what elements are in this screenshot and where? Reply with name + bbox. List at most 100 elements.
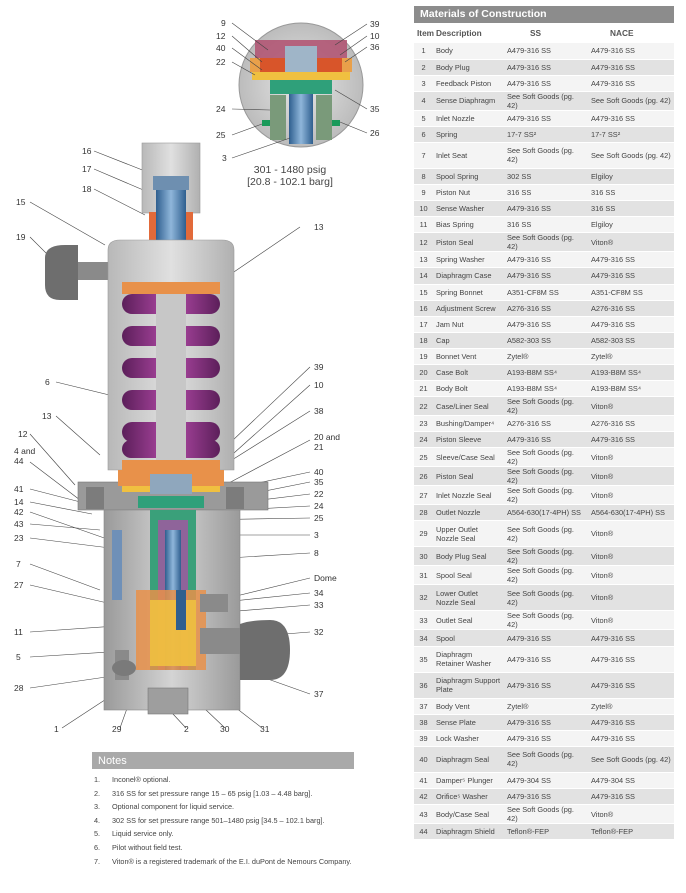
pressure-range-label: 301 - 1480 psig [20.8 - 102.1 barg]	[235, 164, 345, 188]
callout-15: 15	[16, 197, 26, 207]
cell-ss: A479-316 SS	[504, 200, 588, 218]
cell-nace: A479-304 SS	[588, 772, 674, 789]
note-item: 3.Optional component for liquid service.	[92, 802, 354, 812]
cell-nace: A276-316 SS	[588, 415, 674, 433]
callout-38: 38	[314, 406, 324, 416]
cell-description: Bias Spring	[433, 216, 504, 234]
cell-description: Inlet Nozzle Seal	[433, 485, 504, 506]
cell-nace: A479-316 SS	[588, 646, 674, 673]
cell-ss: A479-316 SS	[504, 672, 588, 699]
callout-24: 24	[216, 104, 226, 114]
cell-description: Body Vent	[433, 698, 504, 715]
side-ports	[112, 594, 290, 680]
note-item: 4.302 SS for set pressure range 501–1480…	[92, 816, 354, 826]
note-number: 4.	[94, 815, 101, 825]
callout-30: 30	[220, 724, 230, 734]
cell-description: Cap	[433, 332, 504, 349]
notes-section: Notes 1.Inconel® optional. 2.316 SS for …	[92, 752, 354, 870]
note-number: 5.	[94, 829, 101, 839]
callout-25-right: 25	[314, 513, 324, 523]
cell-item: 26	[414, 466, 433, 487]
cell-ss: See Soft Goods (pg. 42)	[504, 584, 588, 612]
cell-item: 41	[414, 772, 433, 789]
note-number: 3.	[94, 802, 101, 812]
cell-ss: A351-CF8M SS	[504, 284, 588, 301]
cell-item: 24	[414, 431, 433, 449]
cell-description: Jam Nut	[433, 316, 504, 333]
cell-item: 5	[414, 110, 433, 127]
materials-title: Materials of Construction	[414, 6, 674, 23]
cell-nace: A479-316 SS	[588, 43, 674, 60]
cell-description: Case/Liner Seal	[433, 396, 504, 417]
cell-nace: Viton®	[588, 546, 674, 567]
callout-43: 43	[14, 519, 24, 529]
callout-42: 42	[14, 507, 24, 517]
cell-item: 35	[414, 646, 433, 673]
cell-item: 13	[414, 251, 433, 269]
callout-24-right: 24	[314, 501, 324, 511]
callout-31: 31	[260, 724, 270, 734]
note-text: Inconel® optional.	[112, 775, 171, 784]
cell-nace: Teflon®-FEP	[588, 823, 674, 841]
note-number: 2.	[94, 788, 101, 798]
callout-28: 28	[14, 683, 24, 693]
cell-nace: Viton®	[588, 610, 674, 631]
cell-ss: 302 SS	[504, 168, 588, 186]
cell-ss: A479-316 SS	[504, 730, 588, 747]
cell-ss: See Soft Goods (pg. 42)	[504, 520, 588, 548]
cell-nace: A351-CF8M SS	[588, 284, 674, 301]
callout-35: 35	[370, 104, 380, 114]
cell-nace: A479-316 SS	[588, 75, 674, 92]
cell-item: 38	[414, 714, 433, 731]
materials-table-header: Item Description SS NACE	[414, 23, 674, 43]
callout-8: 8	[314, 548, 319, 558]
cell-description: Spool Spring	[433, 168, 504, 186]
cell-item: 9	[414, 184, 433, 202]
cell-description: Sense Washer	[433, 200, 504, 218]
cell-item: 11	[414, 216, 433, 234]
callout-12: 12	[216, 31, 226, 41]
cell-description: Diaphragm Shield	[433, 823, 504, 841]
cell-ss: A193-B8M SS⁴	[504, 364, 588, 382]
cell-item: 28	[414, 504, 433, 522]
cell-description: Bushing/Damper⁴	[433, 415, 504, 433]
cell-nace: 17-7 SS²	[588, 126, 674, 143]
cell-ss: A276-316 SS	[504, 415, 588, 433]
cell-ss: Zytel®	[504, 348, 588, 366]
cell-description: Spring	[433, 126, 504, 143]
cell-ss: A479-316 SS	[504, 714, 588, 731]
cell-nace: A479-316 SS	[588, 251, 674, 269]
callout-41: 41	[14, 484, 24, 494]
spring-coils	[122, 294, 220, 460]
cell-ss: See Soft Goods (pg. 42)	[504, 546, 588, 567]
cell-nace: Viton®	[588, 520, 674, 548]
cell-ss: See Soft Goods (pg. 42)	[504, 565, 588, 586]
callout-19: 19	[16, 232, 26, 242]
cell-item: 43	[414, 804, 433, 825]
callout-40: 40	[216, 43, 226, 53]
cell-ss: 316 SS	[504, 184, 588, 202]
cell-description: Lower Outlet Nozzle Seal	[433, 584, 504, 612]
header-ss: SS	[530, 28, 542, 38]
callout-2: 2	[184, 724, 189, 734]
cell-nace: Zytel®	[588, 698, 674, 715]
cell-description: Orifice⁵ Washer	[433, 788, 504, 806]
cell-description: Piston Sleeve	[433, 431, 504, 449]
cell-ss: Zytel®	[504, 698, 588, 715]
cell-description: Diaphragm Seal	[433, 746, 504, 773]
cell-nace: Viton®	[588, 232, 674, 253]
cell-item: 44	[414, 823, 433, 841]
cell-item: 19	[414, 348, 433, 366]
cell-nace: A276-316 SS	[588, 300, 674, 317]
